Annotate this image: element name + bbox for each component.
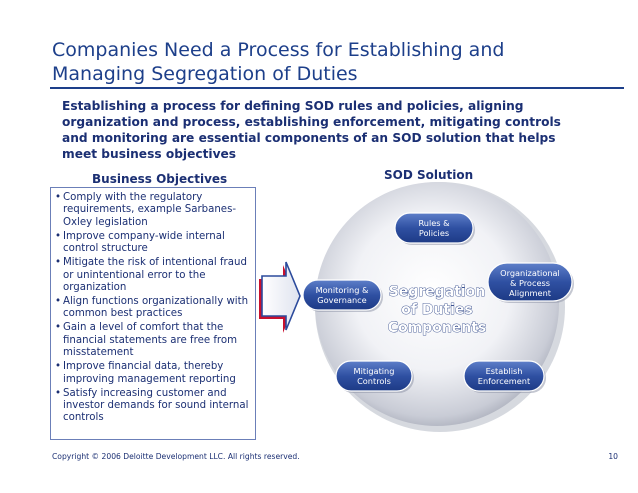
intro-text: Establishing a process for defining SOD … [62,99,561,161]
component-monitoring-governance: Monitoring & Governance [302,279,383,312]
objective-item: •Satisfy increasing customer and investo… [55,387,249,424]
bullet-icon: • [55,230,62,242]
objective-item: •Comply with the regulatory requirements… [55,192,237,228]
sod-solution-heading: SOD Solution [384,168,474,182]
business-objectives-box: •Comply with the regulatory requirements… [50,187,256,440]
center-label-line-2: of Duties [401,302,473,318]
objective-item: •Mitigate the risk of intentional fraud … [55,257,247,294]
component-establish-enforcement: Establish Enforcement [463,360,546,393]
objective-item: •Improve financial data, thereby improvi… [55,361,236,385]
component-rules-policies: Rules & Policies [394,212,475,245]
component-organizational-alignment: Organizational & Process Alignment [487,262,574,303]
svg-text:Enforcement: Enforcement [478,376,531,386]
page-number: 10 [608,452,618,461]
title-line-1: Companies Need a Process for Establishin… [52,39,505,61]
bullet-icon: • [55,387,62,399]
bullet-icon: • [55,296,62,308]
title-line-2: Managing Segregation of Duties [52,63,358,85]
center-label-line-3: Components [388,320,487,336]
svg-text:Establish: Establish [486,366,523,376]
svg-text:Policies: Policies [419,228,449,238]
objective-item: •Improve company-wide internal control s… [55,230,225,255]
title-divider [50,87,624,89]
center-label-line-1: Segregation [389,284,486,300]
bullet-icon: • [55,257,62,269]
objective-item: •Gain a level of comfort that the financ… [55,322,238,359]
svg-text:& Process: & Process [510,278,550,288]
component-mitigating-controls: Mitigating Controls [335,360,414,393]
page-title: Companies Need a Process for Establishin… [52,38,622,86]
svg-text:Governance: Governance [317,295,366,305]
svg-text:Monitoring &: Monitoring & [316,285,369,295]
svg-text:Rules &: Rules & [418,218,450,228]
bullet-icon: • [55,322,62,334]
svg-text:Organizational: Organizational [500,268,560,278]
objective-item: •Align functions organizationally with c… [55,296,249,320]
business-objectives-heading: Business Objectives [92,172,228,186]
bullet-icon: • [55,361,62,373]
process-arrow-icon [259,261,301,333]
svg-text:Controls: Controls [357,376,391,386]
svg-text:Mitigating: Mitigating [354,366,395,376]
bullet-icon: • [55,192,62,203]
copyright-footer: Copyright © 2006 Deloitte Development LL… [52,452,300,461]
svg-text:Alignment: Alignment [509,288,552,298]
